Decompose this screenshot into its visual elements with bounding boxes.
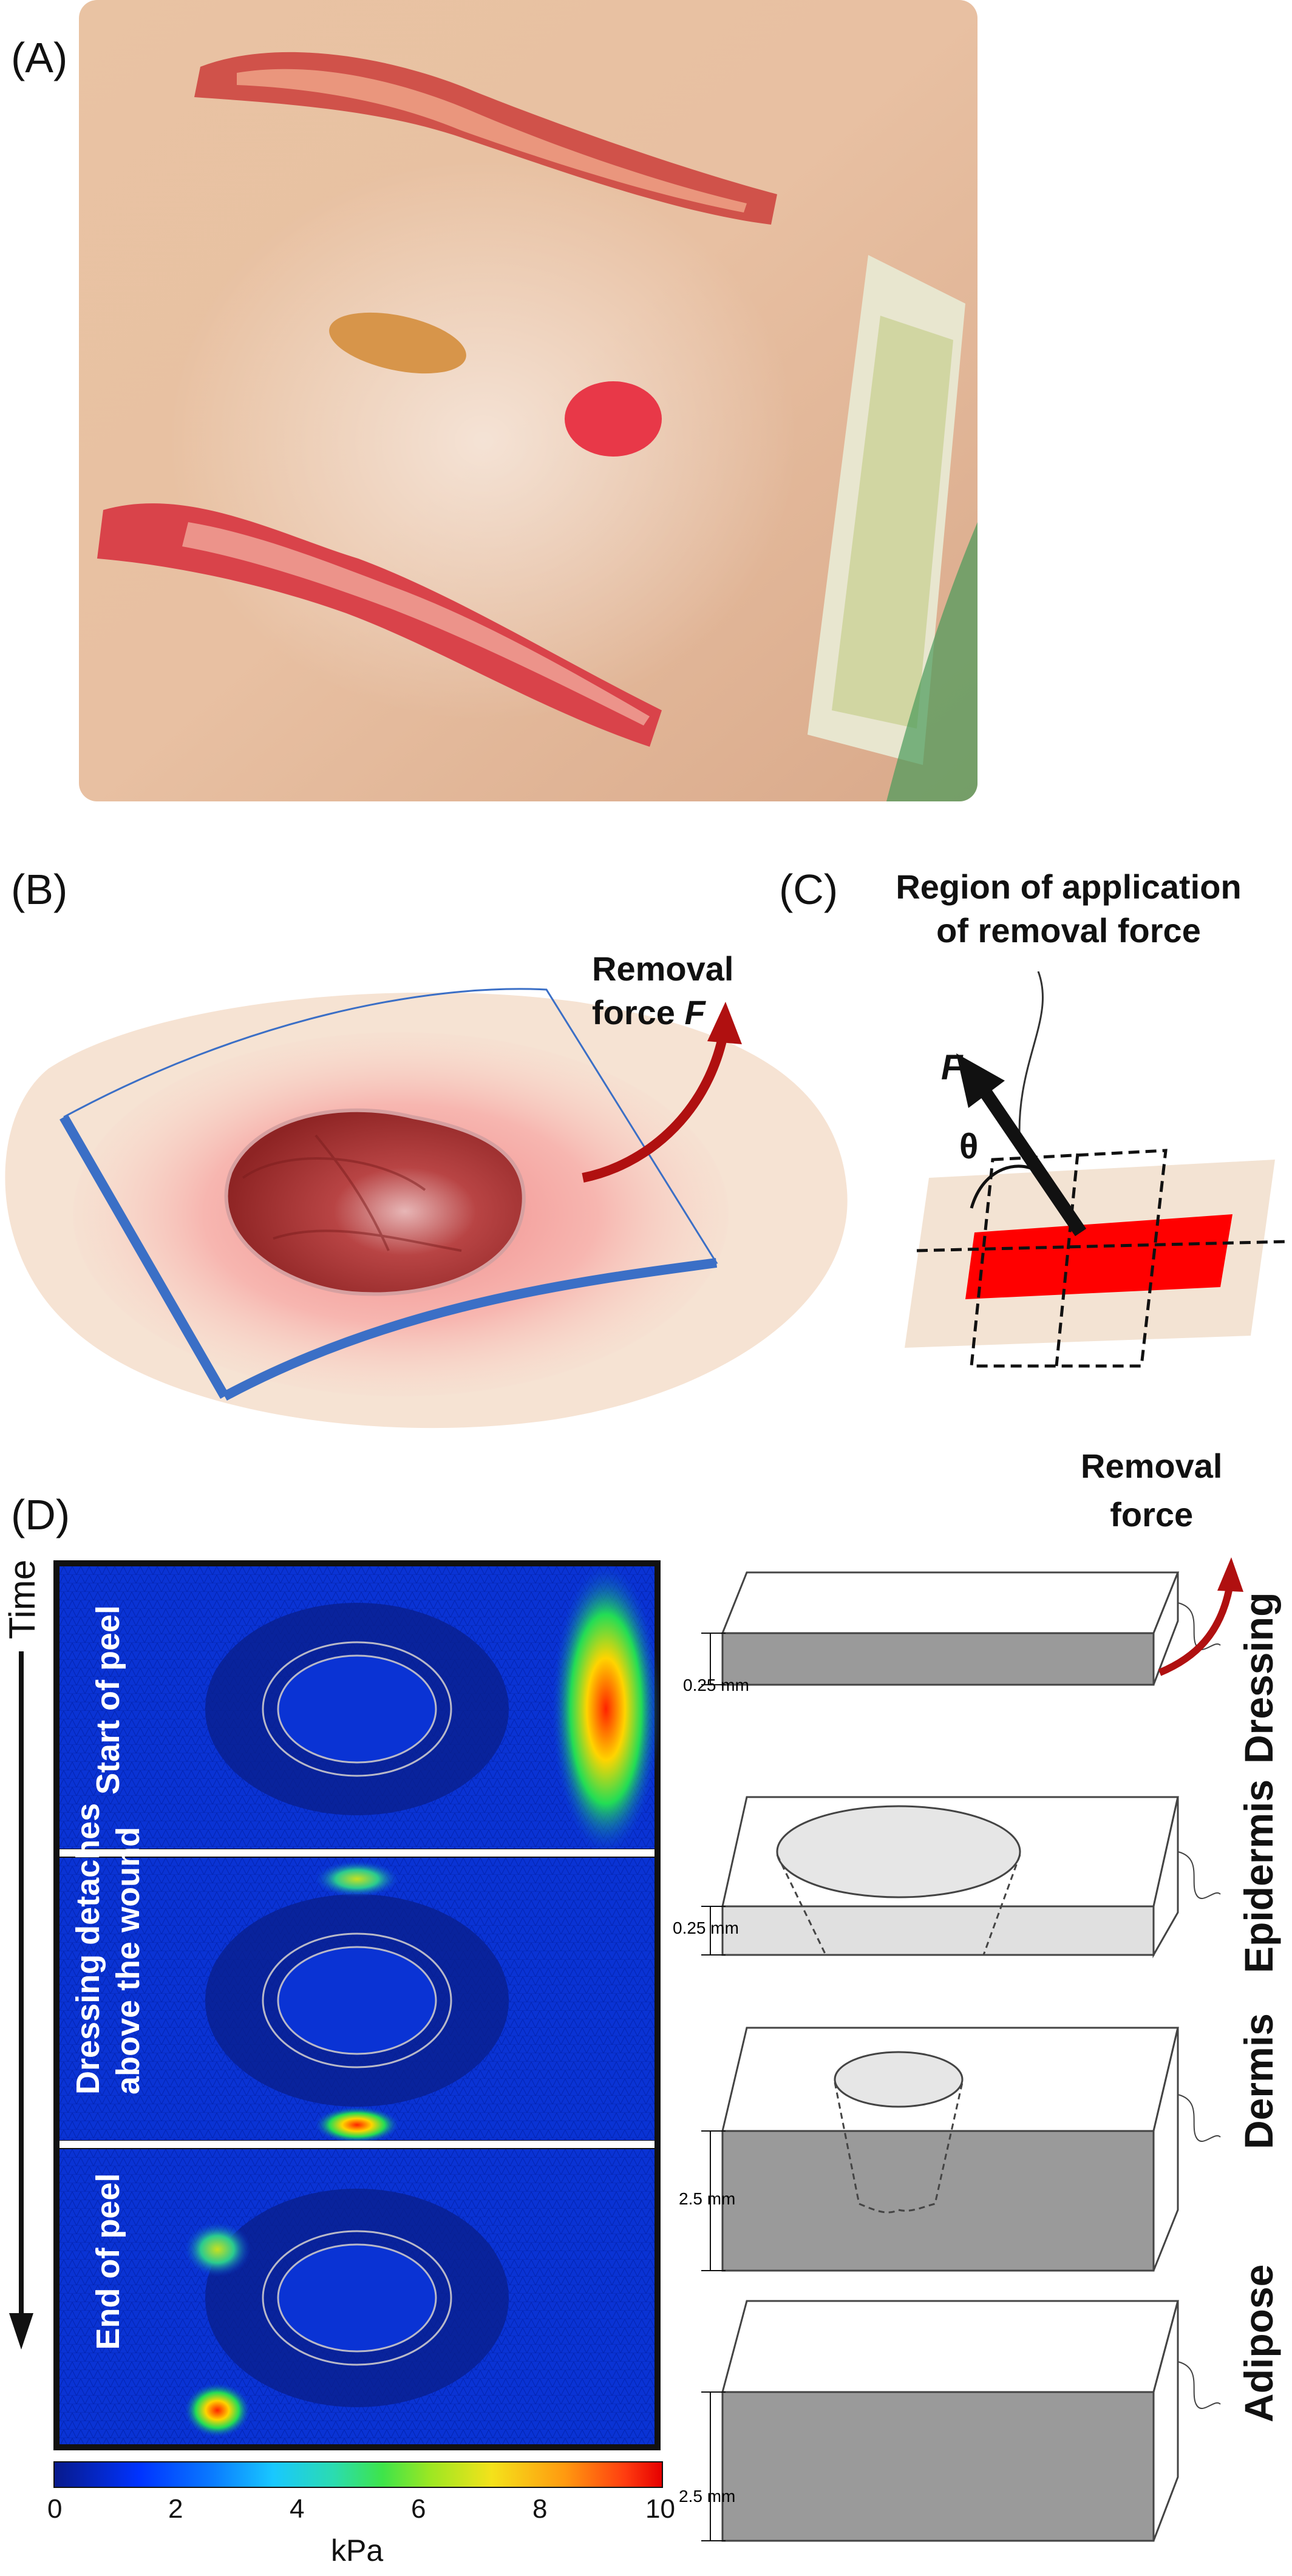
stress-maps [53,1560,661,2450]
wound-bed [224,1108,526,1296]
panel-c-title: Region of application of removal force [896,868,1242,950]
stress-map-end [59,2149,654,2444]
removal-force-arrow [582,1037,727,1183]
panel-c-label: (C) [779,866,838,913]
colorbar-tick-10: 10 [645,2494,675,2524]
layer-name-adipose: Adipose [1236,2264,1281,2422]
force-vector [971,1076,1087,1237]
panel-d-label: (D) [11,1491,70,1538]
colorbar-tick-0: 0 [47,2494,63,2524]
colorbar-tick-6: 6 [411,2494,426,2524]
panel-d-force-label: Removal force [1081,1447,1223,1534]
stage-label-mid: Dressing detaches above the wound [70,1803,146,2095]
dressing-thickness: 0.25 mm [683,1676,749,1694]
force-application-diagram [905,971,1287,1368]
panel-a-label: (A) [11,34,68,81]
dermis-thickness: 2.5 mm [679,2189,736,2208]
colorbar [53,2461,663,2488]
dressing-edge [222,1258,718,1401]
wound-dressing-illustration [5,988,848,1429]
layer-diagrams [701,1557,1243,2542]
colorbar-tick-8: 8 [532,2494,548,2524]
stage-label-start: Start of peel [90,1605,126,1795]
force-symbol: F [684,993,706,1031]
layer-adipose [701,2300,1221,2542]
stage-label-end: End of peel [90,2173,126,2350]
angle-theta: θ [959,1127,979,1166]
layer-name-dermis: Dermis [1236,2013,1281,2149]
colorbar-tick-2: 2 [168,2494,183,2524]
time-arrow [9,1651,33,2350]
application-region [965,1214,1232,1299]
stress-map-start [59,1563,661,1855]
colorbar-unit: kPa [331,2534,384,2568]
panel-b-force-label: Removal force F [592,950,734,1031]
stress-map-mid [59,1858,654,2143]
epidermis-thickness: 0.25 mm [673,1918,739,1937]
dressing-removal-force-arrow [1158,1586,1233,1676]
layer-epidermis [701,1796,1221,1959]
adipose-thickness: 2.5 mm [679,2487,736,2506]
panel-c-force-symbol: F [941,1048,963,1087]
wound-photo [79,0,977,801]
layer-name-dressing: Dressing [1236,1592,1281,1764]
colorbar-tick-4: 4 [290,2494,305,2524]
time-label: Time [2,1559,42,1639]
layer-dressing [701,1557,1243,1686]
layer-name-epidermis: Epidermis [1236,1779,1281,1973]
panel-b-label: (B) [11,866,68,913]
layer-dermis [701,2027,1221,2272]
